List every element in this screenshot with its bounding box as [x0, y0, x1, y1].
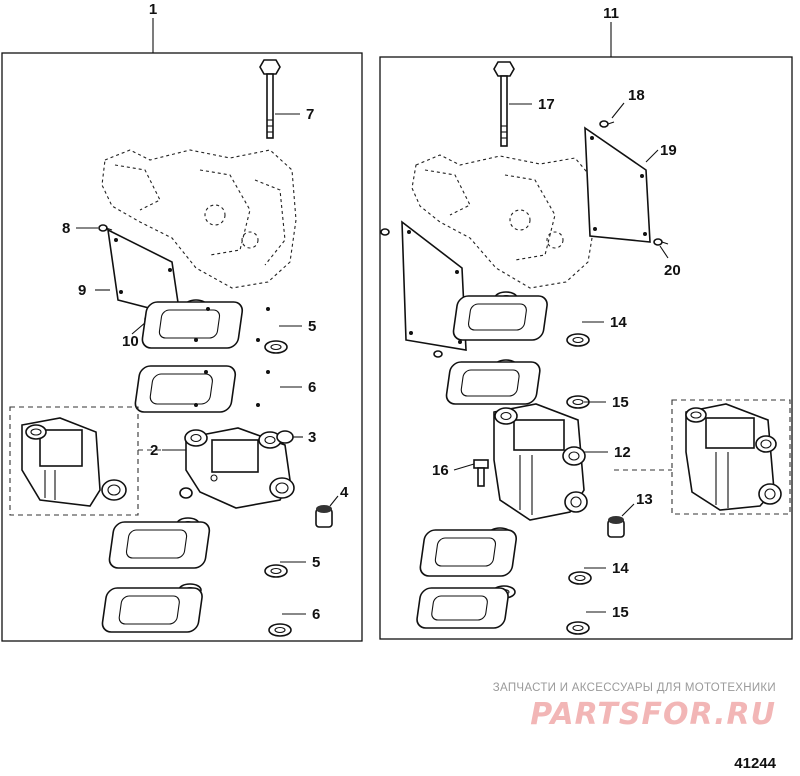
gasket-5-upper [141, 299, 288, 354]
bolt-16 [473, 459, 489, 487]
plug-3 [179, 430, 294, 499]
bolt-17 [493, 61, 515, 147]
watermark-caption: ЗАПЧАСТИ И АКСЕССУАРЫ ДЛЯ МОТОТЕХНИКИ [493, 682, 776, 694]
leader-16 [453, 463, 475, 471]
callout-4: 4 [340, 484, 349, 501]
exhaust-elbow-2 [184, 427, 295, 509]
watermark-brand: PARTSFOR.RU [530, 697, 776, 732]
callout-20: 20 [664, 262, 681, 279]
screw-8 [98, 224, 113, 232]
gasket-6-upper [134, 365, 270, 413]
gasket-6-lower [101, 583, 292, 637]
left-assembly-frame [1, 52, 363, 642]
elbow-detail-right [685, 403, 782, 511]
inset-detail-box-left [9, 406, 139, 516]
gasket-14-lower [419, 527, 592, 585]
callout-18: 18 [628, 87, 645, 104]
callout-6-upper: 6 [308, 379, 316, 396]
leader-18 [611, 102, 625, 119]
gasket-15-upper [445, 359, 590, 409]
callout-12: 12 [614, 444, 631, 461]
drain-plug-13 [607, 516, 625, 538]
exhaust-manifold-ghost-left [101, 149, 297, 289]
leader-19 [645, 149, 659, 163]
callout-10: 10 [122, 333, 139, 350]
callout-17: 17 [538, 96, 555, 113]
cover-plate-19 [584, 126, 651, 243]
figure-reference-number: 41244 [734, 755, 776, 772]
leader-4 [329, 495, 339, 507]
inset-detail-box-right [671, 399, 791, 515]
callout-6-lower: 6 [312, 606, 320, 623]
leader-20 [659, 245, 669, 259]
screw-18 [599, 120, 615, 128]
callout-16: 16 [432, 462, 449, 479]
exhaust-manifold-ghost-right [411, 154, 595, 289]
callout-11: 11 [603, 5, 619, 22]
gasket-14-upper [452, 291, 590, 347]
callout-5-lower: 5 [312, 554, 320, 571]
drain-plug-4 [315, 505, 333, 528]
callout-14-upper: 14 [610, 314, 627, 331]
callout-7: 7 [306, 106, 314, 123]
callout-15-lower: 15 [612, 604, 629, 621]
callout-13: 13 [636, 491, 653, 508]
callout-14-lower: 14 [612, 560, 629, 577]
leader-13 [621, 503, 635, 517]
callout-19: 19 [660, 142, 677, 159]
callout-5-upper: 5 [308, 318, 316, 335]
callout-9: 9 [78, 282, 86, 299]
callout-2: 2 [150, 442, 158, 459]
elbow-detail-left [21, 417, 127, 507]
callout-15-upper: 15 [612, 394, 629, 411]
callout-8: 8 [62, 220, 70, 237]
cover-plate-19-alt [380, 220, 467, 358]
exhaust-elbow-12 [493, 403, 588, 521]
bolt-7 [259, 59, 281, 139]
screw-20 [653, 238, 669, 246]
right-assembly-frame [379, 56, 793, 640]
callout-1: 1 [149, 1, 157, 18]
gasket-5-lower [108, 517, 288, 578]
gasket-15-lower [416, 585, 590, 635]
callout-3: 3 [308, 429, 316, 446]
